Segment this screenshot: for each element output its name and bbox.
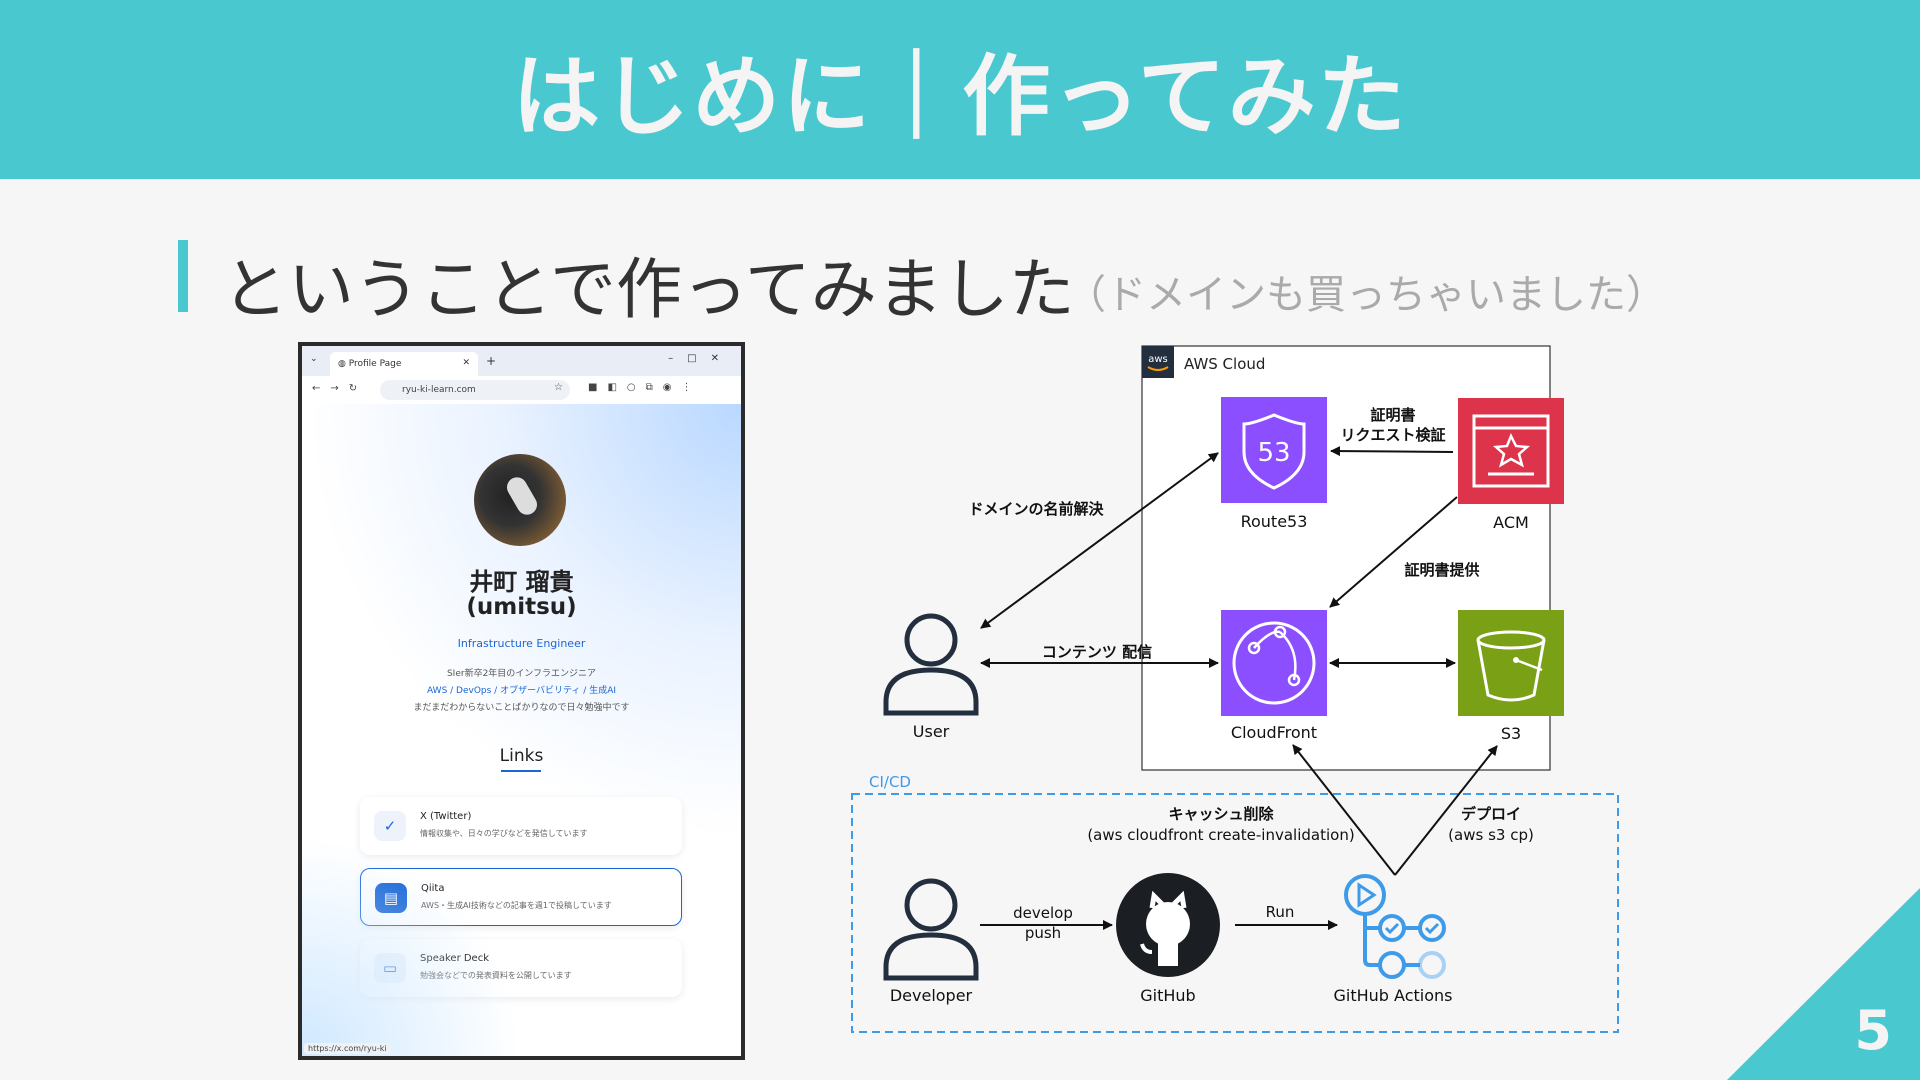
github-actions-icon — [1344, 874, 1386, 916]
user-label: User — [913, 722, 950, 741]
aws-logo-icon: aws — [1148, 354, 1168, 365]
architecture-diagram: aws AWS Cloud CI/CD 53 Route53 ACM Cloud… — [851, 345, 1619, 1033]
developer-label: Developer — [890, 986, 973, 1005]
links-underline — [501, 770, 541, 772]
browser-toolbar: ←→↻ ryu-ki-learn.com ☆ ■◧○⧉◉⋮ — [302, 376, 741, 405]
new-tab-icon[interactable]: + — [486, 354, 497, 368]
status-bar-url: https://x.com/ryu-ki — [304, 1043, 391, 1054]
label-cache-delete-2: (aws cloudfront create-invalidation) — [1087, 826, 1354, 844]
label-cert-provide: 証明書提供 — [1404, 561, 1479, 579]
slide-title: はじめに｜作ってみた — [512, 45, 1408, 148]
s3-label: S3 — [1501, 724, 1521, 743]
developer-icon — [904, 878, 958, 932]
window-controls[interactable]: –□✕ — [668, 353, 733, 364]
close-tab-icon[interactable]: ✕ — [462, 358, 470, 368]
subtitle-note: （ドメインも買っちゃいました） — [1066, 272, 1666, 318]
label-develop: develop — [1013, 904, 1073, 922]
label-deploy-2: (aws s3 cp) — [1448, 826, 1534, 844]
arrow-actions-s3 — [1394, 745, 1498, 876]
label-run: Run — [1266, 903, 1295, 921]
profile-role: Infrastructure Engineer — [457, 637, 586, 650]
label-cert-request-1: 証明書 — [1370, 406, 1415, 424]
label-cert-request-2: リクエスト検証 — [1340, 426, 1445, 444]
profile-desc-1: SIer新卒2年目のインフラエンジニア — [446, 669, 597, 679]
github-actions-label: GitHub Actions — [1334, 986, 1453, 1005]
cloudfront-node: CloudFront — [1221, 610, 1327, 742]
browser-tab[interactable]: ◍ Profile Page ✕ — [330, 352, 478, 376]
profile-page: 井町 瑠貴 (umitsu) Infrastructure Engineer S… — [302, 404, 741, 1056]
cicd-label: CI/CD — [869, 773, 911, 791]
page-number: 5 — [1854, 999, 1892, 1062]
extension-icons[interactable]: ■◧○⧉◉⋮ — [588, 382, 702, 393]
profile-name: 井町 瑠貴 — [469, 568, 574, 596]
acm-node: ACM — [1458, 398, 1564, 532]
bucket-icon — [1476, 639, 1546, 702]
subtitle-accent-bar — [178, 240, 188, 312]
link-desc: AWS・生成AI技術などの記事を週1で投稿しています — [421, 901, 612, 910]
label-deploy-1: デプロイ — [1461, 805, 1521, 823]
acm-label: ACM — [1493, 513, 1529, 532]
browser-tab-strip: ⌄ ◍ Profile Page ✕ + –□✕ — [302, 346, 741, 376]
route53-node: 53 Route53 — [1221, 397, 1327, 531]
slide-header: はじめに｜作ってみた — [0, 0, 1920, 179]
avatar — [474, 454, 566, 546]
user-icon — [904, 613, 958, 667]
label-content-delivery: コンテンツ 配信 — [1042, 643, 1152, 661]
profile-tags: AWS / DevOps / オブザーバビリティ / 生成AI — [427, 686, 616, 696]
github-actions-node: GitHub Actions — [1334, 874, 1453, 1005]
profile-handle: (umitsu) — [466, 594, 577, 620]
route53-badge: 53 — [1257, 438, 1290, 468]
tab-search-icon[interactable]: ⌄ — [310, 354, 318, 364]
link-desc: 情報収集や、日々の学びなどを発信しています — [420, 829, 588, 838]
cloudfront-icon — [1232, 621, 1316, 705]
monitor-icon: ▭ — [374, 953, 406, 983]
address-bar[interactable]: ryu-ki-learn.com — [380, 380, 570, 400]
tab-title: Profile Page — [348, 359, 402, 369]
document-icon: ▤ — [375, 883, 407, 913]
link-title: Qiita — [421, 883, 445, 894]
link-card-twitter[interactable]: ✓ X (Twitter) 情報収集や、日々の学びなどを発信しています — [360, 797, 682, 855]
globe-icon: ◍ — [338, 359, 349, 369]
github-node: GitHub — [1116, 873, 1220, 1005]
subtitle-main: ということで作ってみました — [222, 251, 1075, 328]
label-push: push — [1025, 924, 1061, 942]
arrow-acm-cloudfront — [1329, 496, 1458, 608]
link-title: X (Twitter) — [420, 811, 472, 822]
profile-desc-2: まだまだわからないことばかりなので日々勉強中です — [413, 703, 630, 713]
route53-label: Route53 — [1241, 512, 1308, 531]
link-title: Speaker Deck — [420, 953, 489, 964]
links-heading: Links — [499, 746, 544, 766]
diagram-arrows — [980, 446, 1498, 930]
link-desc: 勉強会などでの発表資料を公開しています — [420, 971, 572, 980]
developer-node: Developer — [883, 878, 979, 1005]
shield-icon — [1242, 413, 1306, 490]
star-icon — [1492, 432, 1531, 468]
navigation-icons[interactable]: ←→↻ — [312, 383, 368, 394]
twitter-icon: ✓ — [374, 811, 406, 841]
certificate-icon — [1472, 414, 1550, 488]
github-label: GitHub — [1140, 986, 1195, 1005]
cloudfront-label: CloudFront — [1231, 723, 1317, 742]
user-node: User — [883, 613, 979, 741]
arrow-user-route53 — [980, 452, 1219, 629]
arrow-acm-route53 — [1330, 446, 1454, 457]
aws-cloud-label: AWS Cloud — [1184, 355, 1265, 373]
link-card-qiita[interactable]: ▤ Qiita AWS・生成AI技術などの記事を週1で投稿しています — [360, 868, 682, 926]
url-text: ryu-ki-learn.com — [402, 385, 476, 395]
link-card-speakerdeck[interactable]: ▭ Speaker Deck 勉強会などでの発表資料を公開しています — [360, 939, 682, 997]
label-dns-resolve: ドメインの名前解決 — [968, 500, 1104, 518]
bookmark-star-icon[interactable]: ☆ — [554, 382, 563, 393]
cicd-group: CI/CD — [851, 773, 1619, 1033]
label-cache-delete-1: キャッシュ削除 — [1168, 805, 1274, 823]
browser-screenshot: ⌄ ◍ Profile Page ✕ + –□✕ ←→↻ ryu-ki-lear… — [298, 342, 745, 1060]
s3-node: S3 — [1458, 610, 1564, 743]
arrow-actions-cloudfront — [1292, 744, 1396, 876]
